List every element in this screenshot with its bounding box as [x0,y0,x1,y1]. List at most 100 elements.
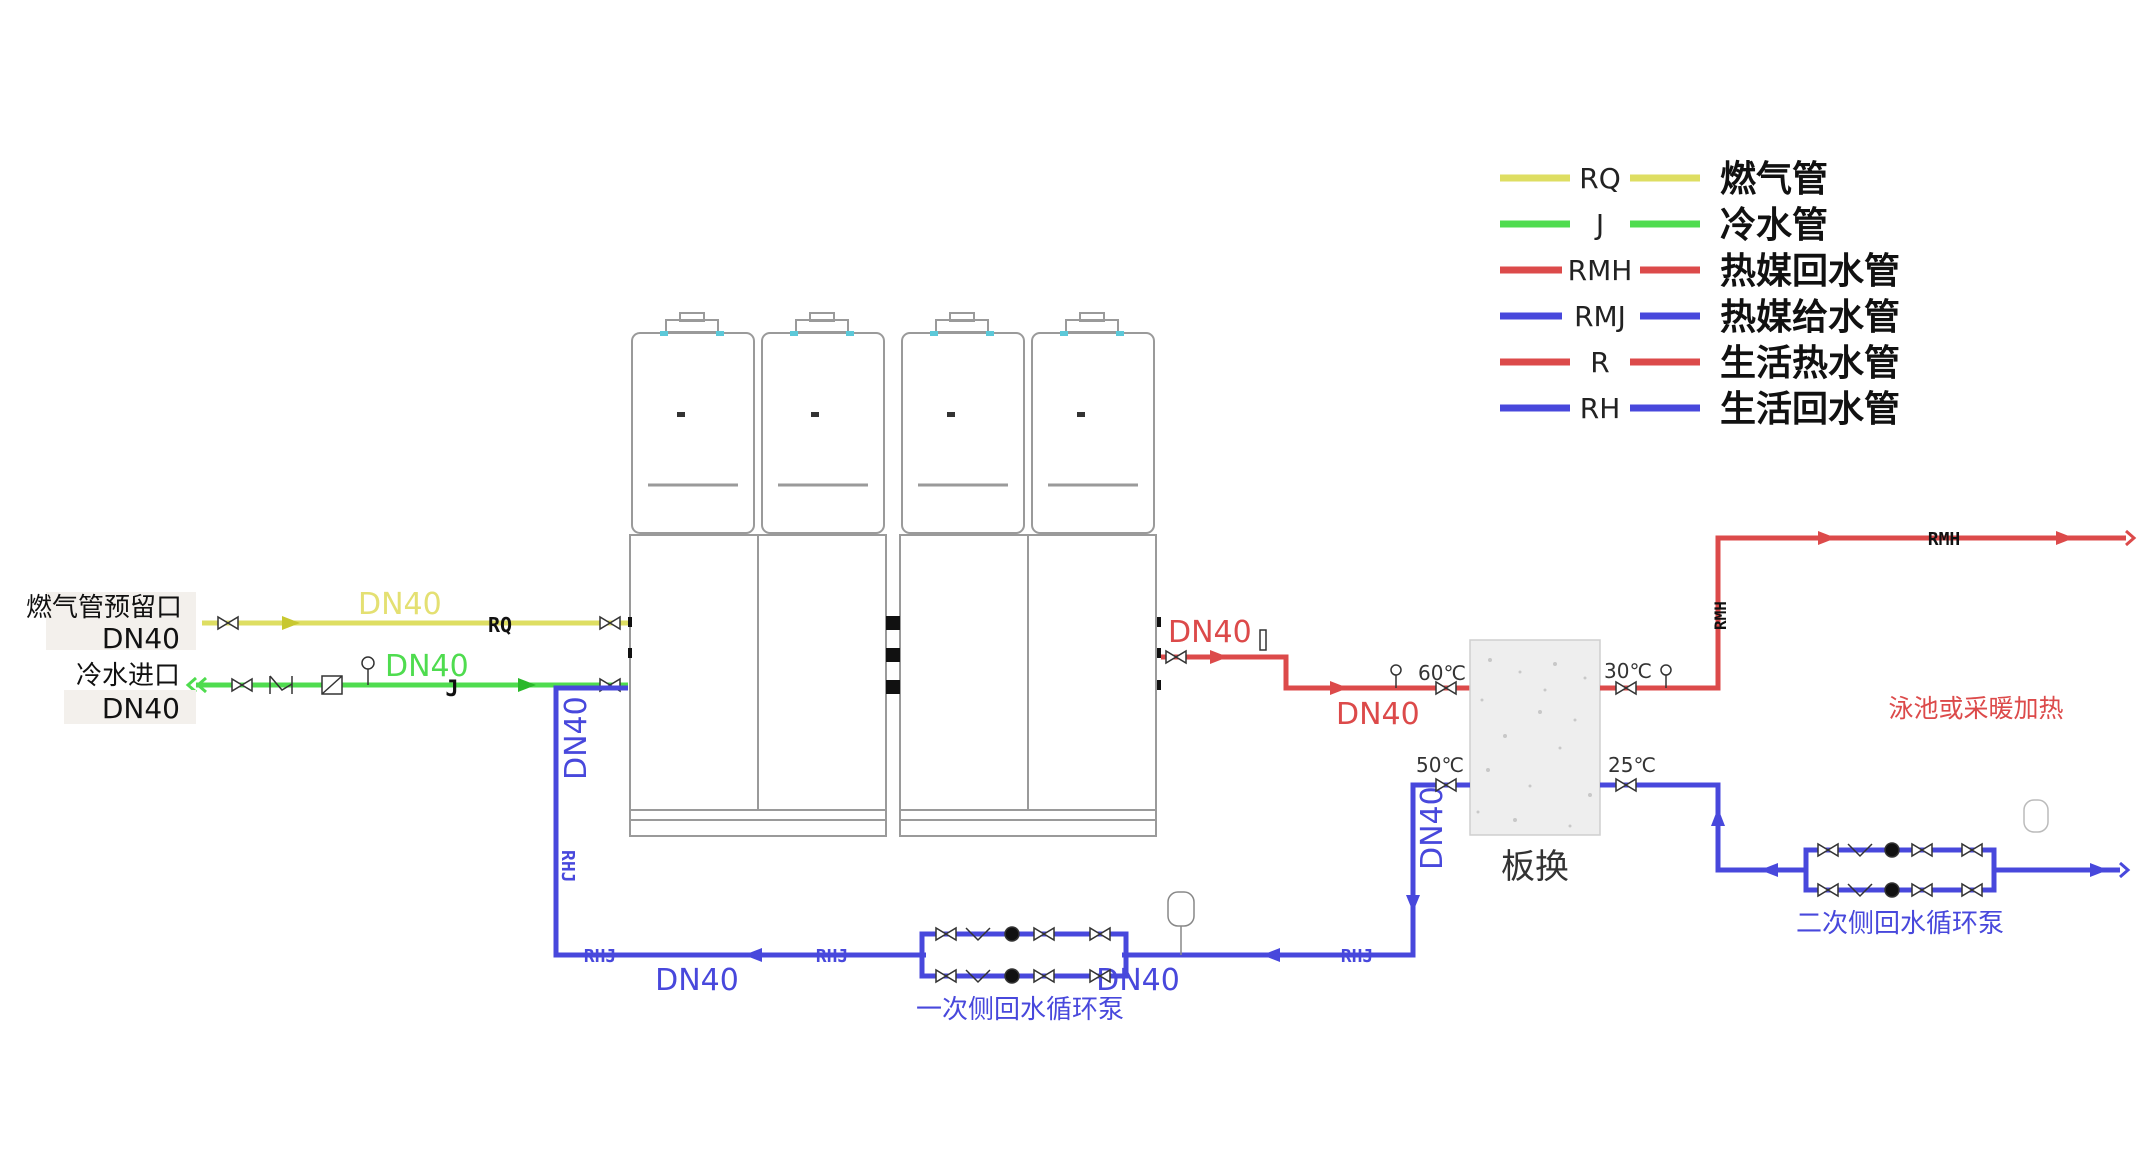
cabinet-left-foot [629,819,887,837]
water-heater-3 [901,332,1025,534]
heat-exchanger: 板换 [1469,639,1601,887]
primary-pump-row-top [935,926,1111,942]
port-hot-2 [1157,648,1161,658]
riser-size: DN40 [559,696,594,780]
bottom-tag-2: RHJ [816,946,849,967]
heater-connectors [660,331,1124,336]
cold-pressure-gauge [361,656,375,685]
water-heater-4 [1031,332,1155,534]
secondary-pump-group [1817,842,1983,898]
cold-flow-arrow [518,678,536,692]
water-heater-2 [761,332,885,534]
water-heater-3-cap [949,312,975,322]
legend-code-rmj: RMJ [1574,300,1626,333]
cold-inlet-label-bg [64,690,196,724]
secondary-expansion-tank [2023,799,2049,833]
legend-code-r: R [1590,346,1609,379]
connector-1b [716,331,724,336]
legend-row-rmj: RMJ 热媒给水管 [1500,297,1900,338]
secondary-hot-break [2125,529,2137,547]
water-heater-1-cap [679,312,705,322]
cabinet-right-foot [899,819,1157,837]
connector-1a [660,331,668,336]
port-cold [628,648,632,658]
bottom-tag-3: RHJ [1341,946,1374,967]
arrow-rhj-1 [1406,895,1420,912]
primary-return-pipe-left [553,685,926,958]
boiler-units [629,312,1157,837]
primary-return-pipe [1122,782,1460,958]
arrow-rhj-2 [1262,948,1280,962]
cold-inlet-label: 冷水进口 [76,661,180,691]
water-heater-4-logo [1077,412,1085,417]
legend-name-r: 生活热水管 [1720,343,1900,384]
legend-code-j: J [1594,208,1604,241]
primary-pump-label: 一次侧回水循环泵 [916,995,1124,1025]
secondary-hot-pipe [1600,535,2126,691]
hot-valve-2 [1435,680,1448,696]
water-heater-4-cap [1079,312,1105,322]
gas-valve-2 [599,615,621,631]
primary-return-arrows [744,895,1420,962]
water-heater-1-logo [677,412,685,417]
hot-arrow-1 [1210,650,1228,664]
water-heater-3-logo [947,412,955,417]
heat-exchanger-texture [1476,658,1592,828]
port-hot-3 [1157,680,1161,690]
secondary-hot-tag: RMH [1928,529,1961,550]
secondary-return-break [2119,861,2131,879]
port-hot [1157,617,1161,627]
legend-name-rmh: 热媒回水管 [1720,251,1900,292]
coupling-1 [886,616,900,630]
secondary-return-line [1600,782,1806,873]
primary-pump-row-bottom [935,968,1111,984]
cold-check-valve [269,675,293,694]
hx-primary-return [1435,777,1470,793]
primary-pump-group [935,926,1111,984]
expansion-tank [1167,891,1195,955]
hot-valve-1b [1174,649,1187,665]
cold-inlet-size: DN40 [102,692,180,725]
secondary-pump-manifold [1803,847,1997,893]
legend-code-rh: RH [1580,392,1621,425]
legend-name-rh: 生活回水管 [1720,389,1900,430]
bottom-left-size: DN40 [655,963,739,998]
water-heater-1 [631,332,755,534]
secondary-hot-tag-vertical: RMH [1711,601,1730,630]
cold-pipe-tag: J [445,677,458,702]
legend-name-rq: 燃气管 [1720,159,1828,200]
connector-2b [846,331,854,336]
gas-inlet-label-bg [46,592,196,650]
heat-exchanger-label: 板换 [1501,847,1569,887]
secondary-pump-label: 二次侧回水循环泵 [1796,909,2004,939]
hot-valve-1 [1165,649,1178,665]
hot-thermometer [1259,629,1267,651]
hot-out-size: DN40 [1168,615,1252,650]
gas-flow-arrow [282,616,300,630]
gas-inlet-label: 燃气管预留口 [26,593,182,623]
cabinet-coupling [628,616,1161,694]
arrow-rhj-3 [744,948,762,962]
coupling-2 [886,648,900,662]
primary-pump-manifold [919,931,1129,979]
inlet-labels: 燃气管预留口 DN40 冷水进口 DN40 [26,592,196,725]
cold-pipe-size: DN40 [385,649,469,684]
hx-riser-size: DN40 [1415,786,1450,870]
hot-vent [1390,664,1402,676]
legend-code-rmh: RMH [1568,254,1633,287]
legend-name-rmj: 热媒给水管 [1720,297,1900,338]
legend-row-j: J 冷水管 [1500,205,1828,246]
secondary-hot-line [1600,535,2126,691]
legend: RQ 燃气管 J 冷水管 RMH 热媒回水管 RMJ 热媒给水管 R 生活热水管 [1500,159,1900,430]
bottom-tag-1: RHJ [584,946,617,967]
gas-pipe-size: DN40 [358,587,442,622]
temp-return-secondary: 25℃ [1608,753,1656,777]
cold-inlet-break [185,676,197,694]
riser-tag: RHJ [557,850,578,883]
hot-arrow-2 [1330,681,1348,695]
secondary-pump-row-top [1817,842,1983,858]
load-label: 泳池或采暖加热 [1888,694,2063,723]
cold-filter [321,675,343,695]
secondary-hot-fittings [1615,664,1672,696]
